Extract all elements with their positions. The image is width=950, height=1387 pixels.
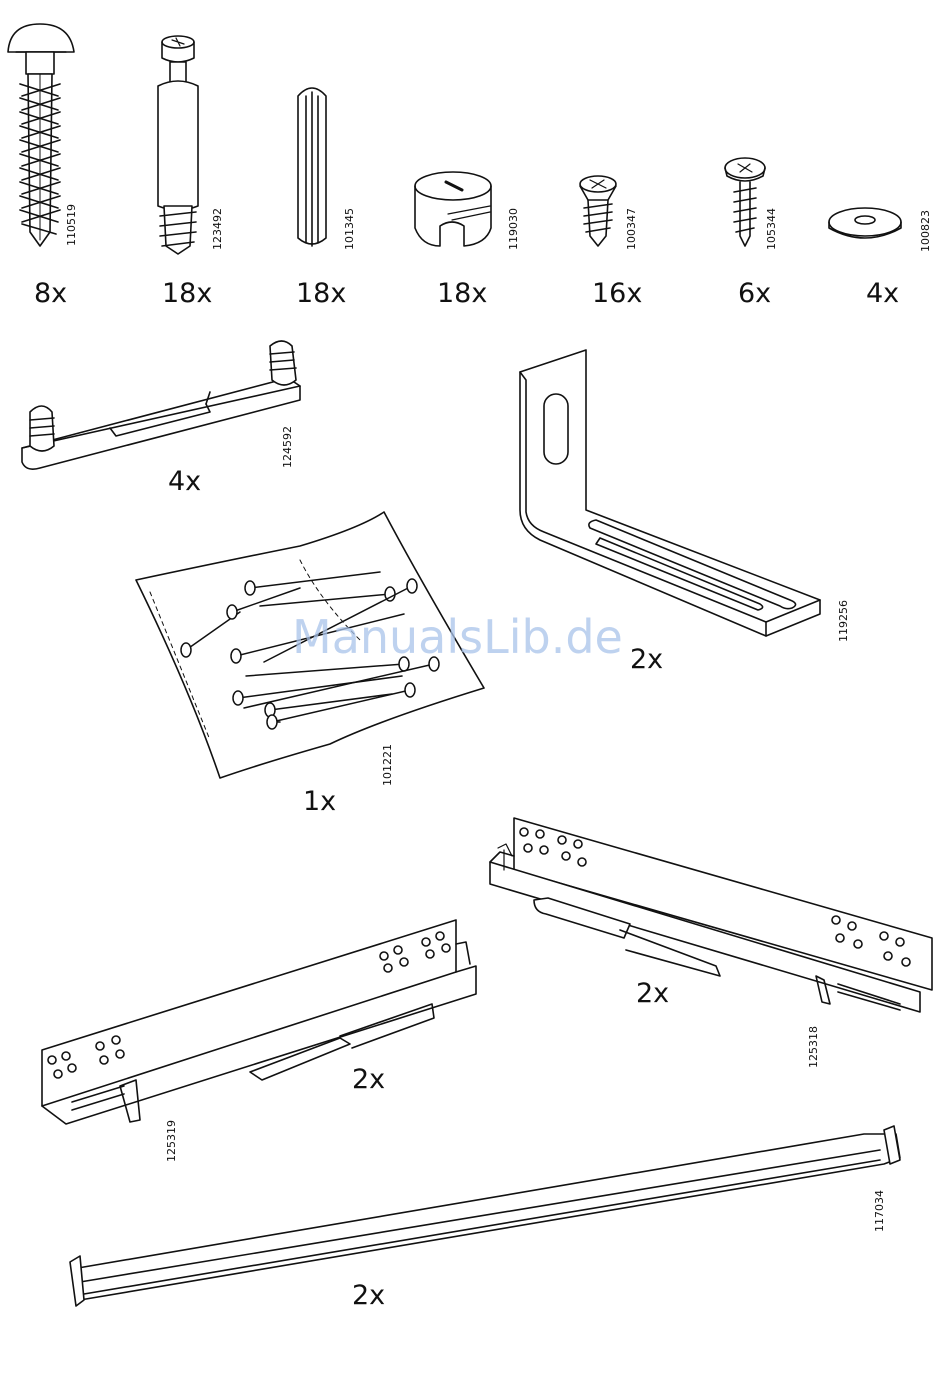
dowel-drawing: [298, 88, 326, 246]
quantity-125318: 2x: [636, 980, 669, 1007]
quantity-123492: 18x: [162, 280, 212, 307]
cam-lock-drawing: [415, 172, 491, 246]
part-number-100347: 100347: [626, 208, 637, 250]
part-number-110519: 110519: [66, 204, 77, 246]
quantity-119256: 2x: [630, 646, 663, 673]
quantity-100823: 4x: [866, 280, 899, 307]
part-number-124592: 124592: [282, 426, 293, 468]
screw-pan-drawing: [725, 158, 765, 246]
washer-drawing: [829, 208, 901, 238]
part-number-119030: 119030: [508, 208, 519, 250]
angle-bracket-drawing: [520, 350, 820, 636]
rod-with-pegs-drawing: [22, 341, 300, 469]
connecting-rail-drawing: [70, 1126, 900, 1306]
quantity-101221: 1x: [303, 788, 336, 815]
part-number-100823: 100823: [920, 210, 931, 252]
screw-flat-drawing: [580, 176, 616, 246]
quantity-117034: 2x: [352, 1282, 385, 1309]
quantity-124592: 4x: [168, 468, 201, 495]
part-number-119256: 119256: [838, 600, 849, 642]
part-number-105344: 105344: [766, 208, 777, 250]
part-number-101221: 101221: [382, 744, 393, 786]
part-number-125319: 125319: [166, 1120, 177, 1162]
part-number-125318: 125318: [808, 1026, 819, 1068]
quantity-100347: 16x: [592, 280, 642, 307]
quantity-125319: 2x: [352, 1066, 385, 1093]
part-number-117034: 117034: [874, 1190, 885, 1232]
cam-bolt-drawing: [158, 36, 198, 254]
quantity-110519: 8x: [34, 280, 67, 307]
drawer-runner-left-drawing: [42, 920, 476, 1124]
drawer-runner-right-drawing: [490, 818, 932, 1012]
quantity-105344: 6x: [738, 280, 771, 307]
watermark: ManualsLib.de: [292, 614, 623, 660]
part-number-123492: 123492: [212, 208, 223, 250]
quantity-119030: 18x: [437, 280, 487, 307]
part-number-101345: 101345: [344, 208, 355, 250]
quantity-101345: 18x: [296, 280, 346, 307]
